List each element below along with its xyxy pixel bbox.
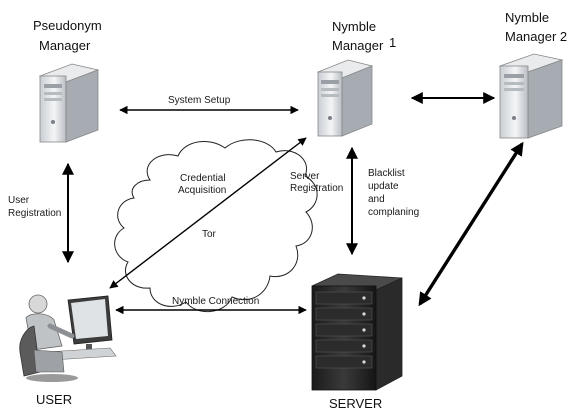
server-to-nymble-manager-2-arrow [418, 141, 524, 307]
credential-acquisition-arrow [109, 137, 307, 289]
server-registration-label-line2: Registration [290, 183, 343, 194]
tor-cloud [114, 139, 318, 313]
credential-acquisition-label-line1: Credential [180, 173, 226, 184]
server-rack-icon [311, 273, 403, 391]
pseudonym-manager-tower-icon [38, 63, 100, 143]
tor-label: Tor [202, 229, 217, 240]
server-registration-label-line1: Server [290, 171, 320, 182]
credential-acquisition-label-line2: Acquisition [178, 185, 226, 196]
user-label: USER [36, 392, 72, 407]
nymble-connection-label: Nymble Connection [172, 296, 259, 307]
user-registration-label-line2: Registration [8, 208, 61, 219]
blacklist-label-line3: and [368, 194, 385, 205]
nymble-manager-1-label-line1: Nymble [332, 19, 376, 34]
nymble-manager-1-suffix: 1 [389, 35, 396, 50]
user-at-computer-icon [19, 294, 117, 382]
blacklist-label-line1: Blacklist [368, 168, 405, 179]
pseudonym-manager-label-line2: Manager [39, 38, 91, 53]
nymble-manager-2-tower-icon [498, 53, 564, 139]
user-registration-label-line1: User [8, 195, 30, 206]
pseudonym-manager-label-line1: Pseudonym [33, 18, 102, 33]
system-setup-label: System Setup [168, 95, 231, 106]
nymble-manager-1-tower-icon [316, 59, 374, 137]
blacklist-label-line4: complaning [368, 207, 419, 218]
server-label: SERVER [329, 396, 382, 411]
nymble-manager-1-label-line2: Manager [332, 38, 384, 53]
blacklist-label-line2: update [368, 181, 399, 192]
nymble-manager-2-label-line2: Manager 2 [505, 29, 567, 44]
nymble-manager-2-label-line1: Nymble [505, 10, 549, 25]
